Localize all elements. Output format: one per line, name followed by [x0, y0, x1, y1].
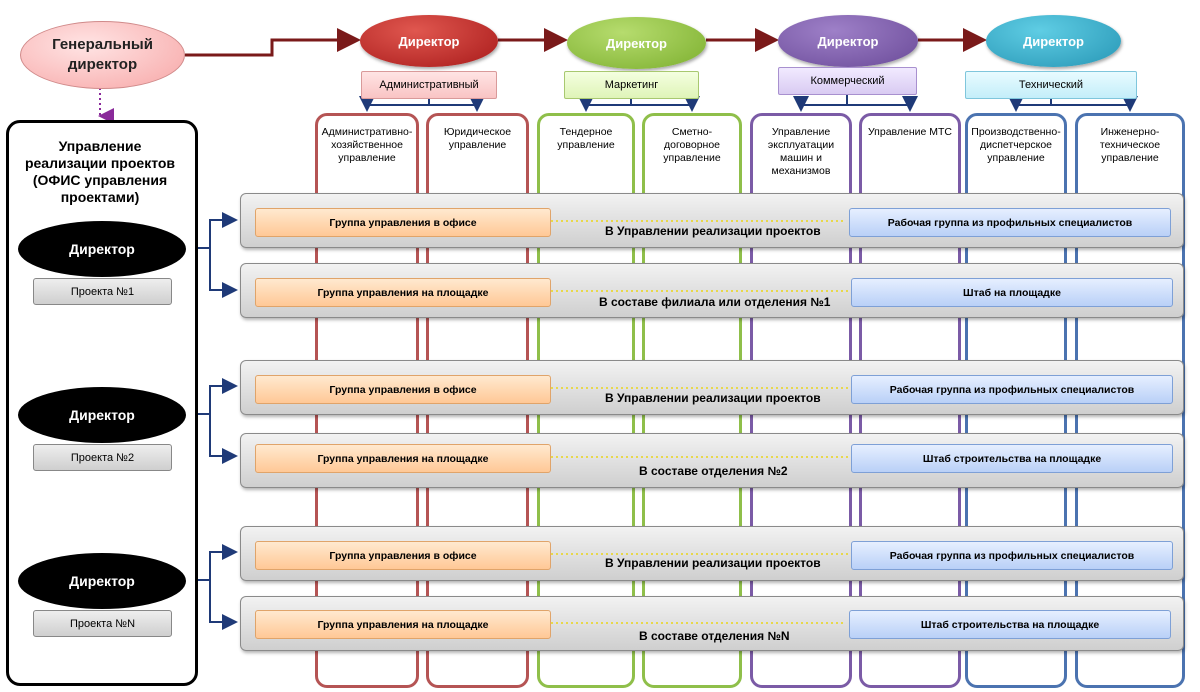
project-director-label: Директор	[69, 241, 135, 257]
project-director-2: Директор	[18, 387, 186, 443]
project-label-2: Проекта №2	[33, 444, 172, 471]
band-center-label: В Управлении реализации проектов	[605, 391, 821, 405]
project-director-label: Директор	[69, 407, 135, 423]
dept-label: Коммерческий	[810, 75, 885, 87]
dept-commercial: Коммерческий	[778, 67, 917, 95]
office-group-box: Группа управления в офисе	[255, 375, 551, 404]
office-group-label: Группа управления в офисе	[329, 549, 477, 562]
column-label: Управление МТС	[867, 126, 953, 138]
dept-marketing: Маркетинг	[564, 71, 699, 99]
director-label: Директор	[605, 35, 667, 51]
band-center-label: В Управлении реализации проектов	[605, 224, 821, 238]
band-center-label: В составе отделения №N	[639, 629, 790, 643]
working-group-box: Рабочая группа из профильных специалисто…	[851, 375, 1173, 404]
site-hq-box: Штаб строительства на площадке	[849, 610, 1171, 639]
column-label: Сметно-договорное управление	[663, 126, 721, 164]
director-technical: Директор	[986, 15, 1121, 67]
site-group-label: Группа управления на площадке	[317, 618, 489, 631]
director-label: Директор	[398, 33, 460, 49]
working-group-label: Рабочая группа из профильных специалисто…	[887, 216, 1133, 229]
working-group-label: Рабочая группа из профильных специалисто…	[889, 549, 1135, 562]
project-office-title: Управление реализации проектов (ОФИС упр…	[24, 138, 176, 205]
dept-label: Административный	[379, 79, 479, 91]
site-hq-box: Штаб на площадке	[851, 278, 1173, 307]
project-director-n: Директор	[18, 553, 186, 609]
site-group-box: Группа управления на площадке	[255, 444, 551, 473]
dept-administrative: Административный	[361, 71, 497, 99]
site-hq-label: Штаб на площадке	[963, 286, 1061, 299]
general-director: Генеральный директор	[20, 21, 185, 89]
office-group-box: Группа управления в офисе	[255, 208, 551, 237]
dept-technical: Технический	[965, 71, 1137, 99]
office-group-box: Группа управления в офисе	[255, 541, 551, 570]
office-group-label: Группа управления в офисе	[329, 383, 477, 396]
column-label: Юридическое управление	[443, 126, 512, 151]
dept-label: Маркетинг	[604, 79, 659, 91]
column-label: Управление эксплуатации машин и механизм…	[767, 126, 835, 177]
working-group-label: Рабочая группа из профильных специалисто…	[889, 383, 1135, 396]
project-label: Проекта №N	[69, 617, 136, 630]
column-label: Административно-хозяйственное управление	[321, 126, 413, 164]
project-label: Проекта №1	[70, 285, 135, 298]
project-label: Проекта №2	[70, 451, 135, 464]
site-group-box: Группа управления на площадке	[255, 610, 551, 639]
band-project-n-office: Группа управления в офисе В Управлении р…	[240, 526, 1184, 581]
director-label: Директор	[1022, 33, 1084, 49]
column-label: Инженерно-техническое управление	[1099, 126, 1161, 164]
director-commercial: Директор	[778, 15, 918, 67]
column-label: Производственно-диспетчерское управление	[971, 126, 1061, 164]
project-director-1: Директор	[18, 221, 186, 277]
band-center-label: В составе отделения №2	[639, 464, 788, 478]
dept-label: Технический	[1018, 79, 1084, 91]
project-director-label: Директор	[69, 573, 135, 589]
site-group-box: Группа управления на площадке	[255, 278, 551, 307]
director-label: Директор	[817, 33, 879, 49]
project-label-1: Проекта №1	[33, 278, 172, 305]
site-hq-label: Штаб строительства на площадке	[922, 452, 1102, 465]
site-hq-label: Штаб строительства на площадке	[920, 618, 1100, 631]
band-center-label: В составе филиала или отделения №1	[599, 295, 831, 309]
director-admin: Директор	[360, 15, 498, 67]
general-director-label: Генеральный директор	[52, 36, 153, 73]
band-project-2-site: Группа управления на площадке В составе …	[240, 433, 1184, 488]
site-group-label: Группа управления на площадке	[317, 286, 489, 299]
column-label: Тендерное управление	[557, 126, 615, 151]
site-group-label: Группа управления на площадке	[317, 452, 489, 465]
office-group-label: Группа управления в офисе	[329, 216, 477, 229]
director-marketing: Директор	[567, 17, 706, 69]
site-hq-box: Штаб строительства на площадке	[851, 444, 1173, 473]
band-project-1-office: Группа управления в офисе В Управлении р…	[240, 193, 1184, 248]
project-label-n: Проекта №N	[33, 610, 172, 637]
working-group-box: Рабочая группа из профильных специалисто…	[851, 541, 1173, 570]
working-group-box: Рабочая группа из профильных специалисто…	[849, 208, 1171, 237]
band-project-1-site: Группа управления на площадке В составе …	[240, 263, 1184, 318]
band-center-label: В Управлении реализации проектов	[605, 556, 821, 570]
